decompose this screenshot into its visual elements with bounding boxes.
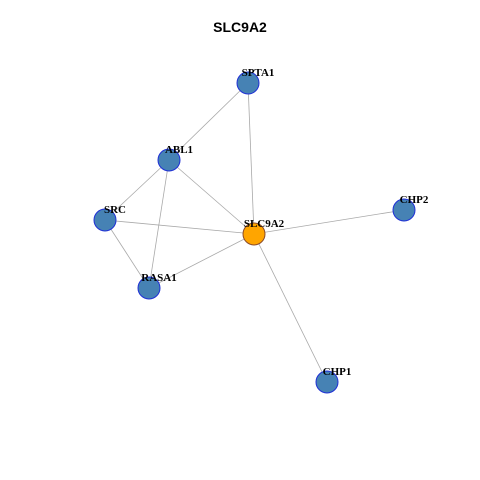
edge-spta1-slc9a2 [247, 82, 255, 235]
edge-slc9a2-chp1 [253, 233, 328, 383]
node-label: RASA1 [141, 272, 176, 284]
node-abl1[interactable]: ABL1 [157, 144, 193, 172]
node-chp2[interactable]: CHP2 [392, 194, 429, 222]
edge-abl1-slc9a2 [168, 159, 255, 235]
node-circle [137, 276, 161, 300]
node-circle [392, 198, 416, 222]
node-label: SLC9A2 [244, 218, 285, 230]
node-spta1[interactable]: SPTA1 [236, 67, 275, 95]
node-src[interactable]: SRC [93, 204, 126, 232]
edge-slc9a2-chp2 [253, 209, 405, 235]
edge-abl1-src [104, 159, 170, 221]
node-slc9a2[interactable]: SLC9A2 [242, 218, 285, 246]
node-rasa1[interactable]: RASA1 [137, 272, 177, 300]
edge-rasa1-slc9a2 [148, 233, 255, 289]
node-label: CHP1 [323, 366, 352, 378]
chart-title: SLC9A2 [213, 19, 267, 35]
node-label: CHP2 [400, 194, 429, 206]
node-circle [236, 71, 260, 95]
node-circle [93, 208, 117, 232]
node-circle [242, 222, 266, 246]
node-chp1[interactable]: CHP1 [315, 366, 352, 394]
edge-abl1-rasa1 [148, 159, 170, 289]
node-label: SPTA1 [242, 67, 275, 79]
edge-spta1-abl1 [168, 82, 249, 161]
node-label: SRC [104, 204, 126, 216]
edge-src-rasa1 [104, 219, 150, 289]
edge-layer [104, 82, 405, 383]
edge-src-slc9a2 [104, 219, 255, 235]
node-circle [157, 148, 181, 172]
node-circle [315, 370, 339, 394]
node-label: ABL1 [165, 144, 193, 156]
